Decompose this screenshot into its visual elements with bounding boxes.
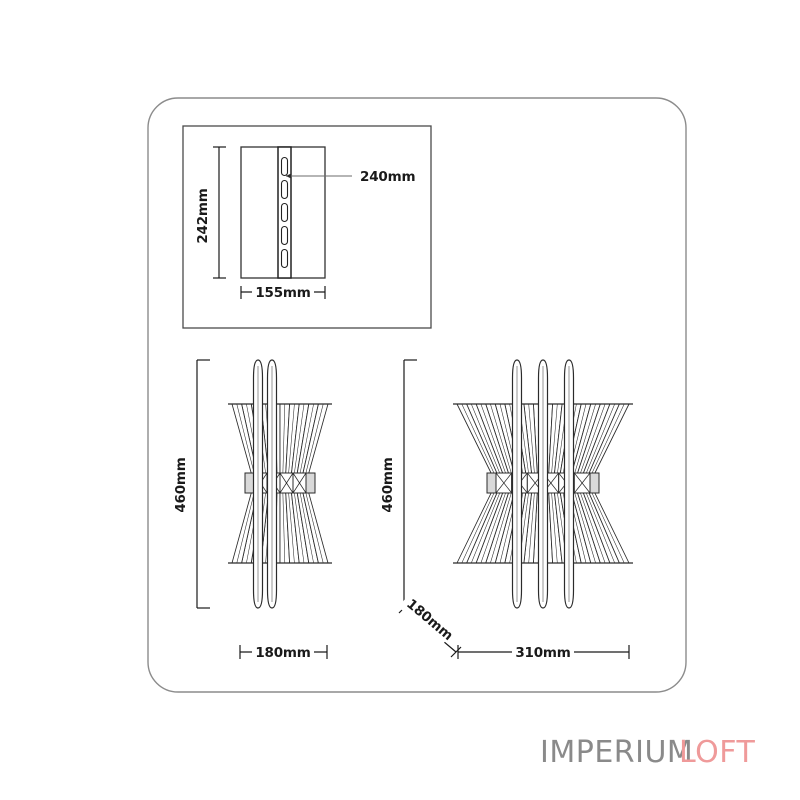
dimension-plate-width: 155mm	[240, 285, 326, 301]
support-rod-group	[252, 359, 278, 609]
crystal-fin-facet	[282, 403, 286, 484]
crystal-fin-facet	[576, 403, 606, 484]
imperiumloft-logo: IMPERIUM LOFT	[540, 735, 755, 770]
detail-panel-border	[182, 125, 432, 329]
crystal-fin-facet	[303, 403, 324, 484]
waist-band-end-cap	[589, 472, 600, 494]
dimension-label-side-view-width: 180mm	[255, 645, 310, 661]
crystal-fin-facet	[471, 403, 505, 484]
waist-band-cross	[495, 472, 512, 494]
crystal-fin-facet	[292, 482, 305, 564]
crystal-fin-facet	[471, 482, 505, 564]
crystal-fin-facet	[490, 482, 515, 564]
crystal-fin-facet	[292, 403, 305, 484]
dimension-label-front-view-width: 310mm	[515, 645, 570, 661]
crystal-fin-facet	[287, 482, 295, 564]
waist-band-end-cap	[244, 472, 255, 494]
outer-rounded-frame	[147, 97, 687, 693]
crystal-fin-facet	[587, 403, 625, 484]
waist-band-cross	[292, 472, 307, 494]
dimension-label-plate-width: 155mm	[255, 285, 310, 301]
mounting-slot	[280, 248, 289, 269]
crystal-fin-facet	[282, 482, 286, 564]
crystal-fin-facet	[587, 482, 625, 564]
crystal-fin-facet	[528, 403, 536, 484]
dimension-label-front-view-height: 460mm	[380, 457, 396, 512]
crystal-fin-facet	[461, 403, 499, 484]
mounting-slot-group	[280, 156, 289, 269]
dimension-label-plate-height: 242mm	[195, 188, 211, 243]
mounting-plate-detail-panel: 242mm 240mm 155mm	[182, 125, 432, 329]
logo-primary-text: IMPERIUM	[540, 735, 693, 770]
mounting-slot	[280, 202, 289, 223]
crystal-fin-facet	[571, 482, 596, 564]
support-rod-group	[511, 359, 575, 609]
sconce-front-view	[453, 359, 633, 609]
sconce-side-view	[228, 359, 332, 609]
crystal-fin-facet	[571, 403, 596, 484]
crystal-fin-facet	[480, 482, 510, 564]
dimension-front-view-width: 310mm	[457, 645, 630, 661]
crystal-fin-facet	[581, 482, 615, 564]
crystal-fin-facet	[550, 403, 558, 484]
dimension-label-side-view-height: 460mm	[173, 457, 189, 512]
waist-band-cross	[574, 472, 591, 494]
logo-accent-text: LOFT	[679, 735, 755, 770]
dimension-plate-callout: 240mm	[286, 169, 416, 185]
dimension-side-view-width: 180mm	[239, 645, 328, 661]
crystal-fin-facet	[297, 482, 314, 564]
crystal-fin-facet	[490, 403, 515, 484]
crystal-fin-facet	[528, 482, 536, 564]
crystal-fin-facet	[576, 482, 606, 564]
crystal-fin-facet	[581, 403, 615, 484]
crystal-fin-facet	[303, 482, 324, 564]
mounting-slot	[280, 225, 289, 246]
waist-band-end-cap	[486, 472, 497, 494]
crystal-fin-facet	[461, 482, 499, 564]
mounting-slot	[280, 156, 289, 177]
waist-band-end-cap	[305, 472, 316, 494]
crystal-fin-facet	[550, 482, 558, 564]
dimension-front-view-height: 460mm	[380, 359, 417, 609]
dimension-plate-height: 242mm	[195, 146, 226, 279]
crystal-fin-facet	[297, 403, 314, 484]
dimension-side-view-height: 460mm	[173, 359, 210, 609]
mounting-slot	[280, 179, 289, 200]
waist-band-cross	[279, 472, 294, 494]
crystal-fin-facet	[287, 403, 295, 484]
crystal-fin-facet	[480, 403, 510, 484]
dimension-label-plate-callout: 240mm	[360, 169, 415, 185]
